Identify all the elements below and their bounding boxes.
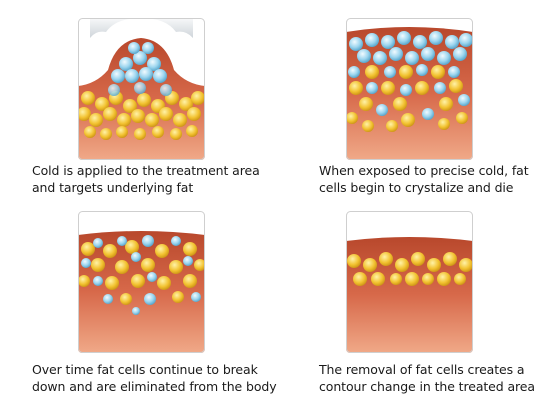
contour-change-illustration [346, 211, 473, 353]
step-2-illustration [346, 18, 473, 160]
step-3-illustration [78, 211, 205, 353]
caption-line: and targets underlying fat [32, 180, 194, 195]
step-2-panel: When exposed to precise cold, fat cells … [317, 12, 560, 207]
caption-line: Cold is applied to the treatment area [32, 163, 260, 178]
caption-line: down and are eliminated from the body [32, 379, 277, 394]
crystallized-cell-cluster [108, 42, 172, 96]
crystallized-cell-cluster [81, 235, 201, 315]
caption-line: The removal of fat cells creates a [319, 362, 525, 377]
fat-cell-cluster [78, 240, 205, 305]
step-1-panel: Cold is applied to the treatment area an… [30, 12, 300, 207]
step-4-caption: The removal of fat cells creates a conto… [319, 361, 535, 395]
caption-line: cells begin to crystalize and die [319, 180, 514, 195]
step-1-illustration [78, 18, 205, 160]
fat-cell-cluster [347, 252, 473, 286]
crystallized-cell-cluster [348, 31, 473, 120]
crystalizing-cells-illustration [346, 18, 473, 160]
step-1-caption: Cold is applied to the treatment area an… [32, 162, 260, 196]
elimination-illustration [78, 211, 205, 353]
caption-line: contour change in the treated area [319, 379, 535, 394]
step-3-panel: Over time fat cells continue to break do… [30, 205, 300, 400]
caption-line: When exposed to precise cold, fat [319, 163, 529, 178]
step-4-panel: The removal of fat cells creates a conto… [317, 205, 560, 400]
step-2-caption: When exposed to precise cold, fat cells … [319, 162, 529, 196]
caption-line: Over time fat cells continue to break [32, 362, 258, 377]
applicator-cooling-illustration [78, 18, 205, 160]
fat-cell-cluster [346, 65, 468, 132]
step-3-caption: Over time fat cells continue to break do… [32, 361, 277, 395]
step-4-illustration [346, 211, 473, 353]
